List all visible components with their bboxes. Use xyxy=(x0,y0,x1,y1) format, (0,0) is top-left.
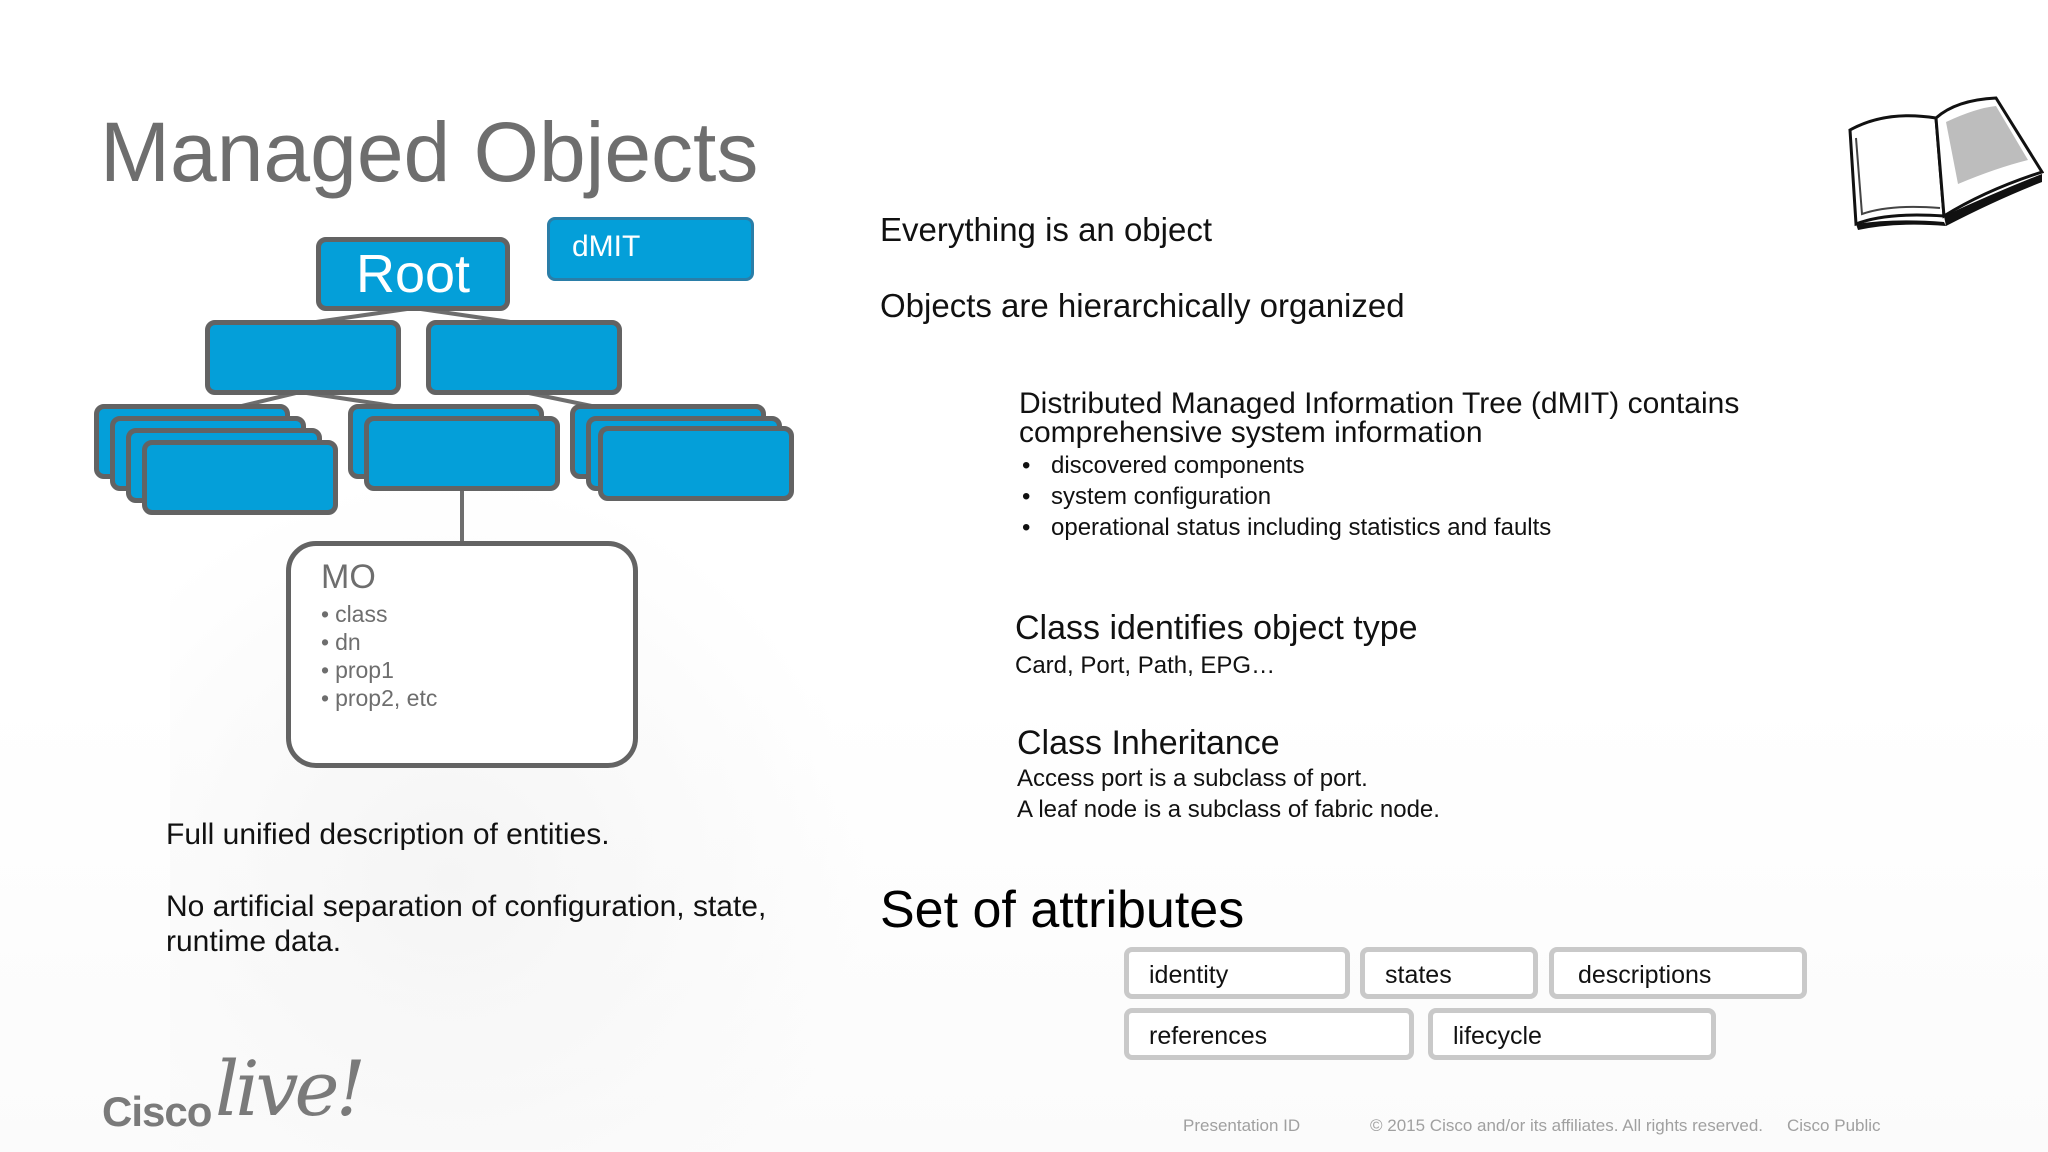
mo-prop-list: class dn prop1 prop2, etc xyxy=(321,600,437,712)
dmit-bullet-item: system configuration xyxy=(1022,481,1551,512)
tree-node-level1-left xyxy=(205,320,401,395)
mo-prop-item: class xyxy=(321,600,437,628)
mo-title: MO xyxy=(321,558,376,596)
footer-presentation-id: Presentation ID xyxy=(1183,1116,1301,1135)
tree-node-leaf-stack-middle xyxy=(364,416,560,491)
point-hierarchically-organized: Objects are hierarchically organized xyxy=(880,287,1405,324)
open-book-icon xyxy=(1848,96,2044,230)
attribute-descriptions: descriptions xyxy=(1549,947,1807,999)
tree-node-leaf-stack-right xyxy=(598,426,794,501)
mo-prop-item: dn xyxy=(321,628,437,656)
mo-box: MO class dn prop1 prop2, etc xyxy=(286,541,638,768)
cisco-live-logo-text: live! xyxy=(215,1044,366,1133)
dmit-bullet-list: discovered components system configurati… xyxy=(1022,450,1551,543)
dmit-heading-line2: comprehensive system information xyxy=(1019,416,1483,449)
slide-title: Managed Objects xyxy=(100,105,759,199)
attribute-lifecycle: lifecycle xyxy=(1428,1008,1716,1060)
inheritance-line1: Access port is a subclass of port. xyxy=(1017,765,1368,792)
dmit-bullet-item: discovered components xyxy=(1022,450,1551,481)
root-label: Root xyxy=(355,244,471,304)
tree-node-level1-right xyxy=(426,320,622,395)
dmit-tag: dMIT xyxy=(547,217,754,281)
footer-classification: Cisco Public xyxy=(1787,1116,1881,1135)
inheritance-line2: A leaf node is a subclass of fabric node… xyxy=(1017,796,1440,823)
note-unified-description: Full unified description of entities. xyxy=(166,818,610,851)
dmit-bullet-item: operational status including statistics … xyxy=(1022,512,1551,543)
dmit-heading-line1: Distributed Managed Information Tree (dM… xyxy=(1019,387,1740,420)
cisco-logo-text: Cisco xyxy=(102,1088,212,1135)
note-no-separation-line1: No artificial separation of configuratio… xyxy=(166,890,767,923)
attribute-states: states xyxy=(1360,947,1538,999)
point-everything-object: Everything is an object xyxy=(880,211,1213,248)
inheritance-heading: Class Inheritance xyxy=(1017,724,1280,762)
tree-node-leaf-stack-left xyxy=(142,440,338,515)
footer-copyright: © 2015 Cisco and/or its affiliates. All … xyxy=(1370,1116,1764,1135)
attributes-title: Set of attributes xyxy=(880,881,1245,939)
note-no-separation-line2: runtime data. xyxy=(166,925,342,958)
attribute-identity: identity xyxy=(1124,947,1350,999)
class-heading: Class identifies object type xyxy=(1015,609,1418,647)
mo-prop-item: prop1 xyxy=(321,656,437,684)
attribute-references: references xyxy=(1124,1008,1414,1060)
class-examples: Card, Port, Path, EPG… xyxy=(1015,652,1276,679)
mo-prop-item: prop2, etc xyxy=(321,684,437,712)
tree-node-root: Root xyxy=(316,237,510,311)
